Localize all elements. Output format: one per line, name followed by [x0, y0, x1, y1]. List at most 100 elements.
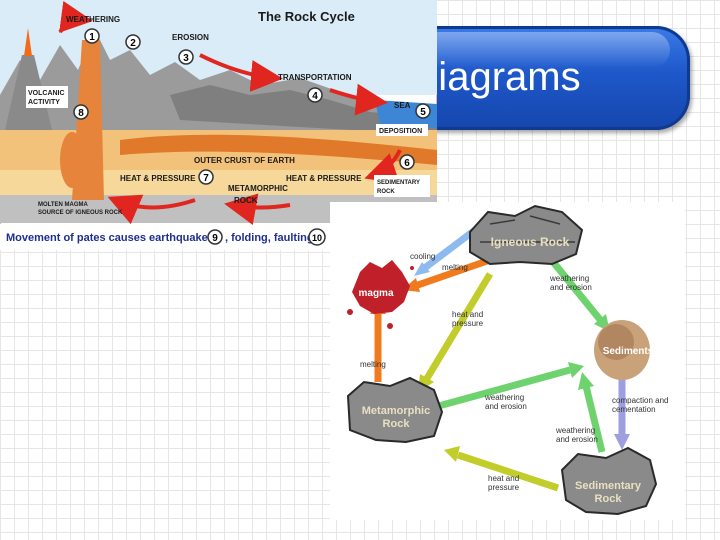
- edge-labels: cooling melting weathering and erosion h…: [360, 252, 668, 492]
- node-sedimentary-rock: Sedimentary Rock: [560, 446, 658, 516]
- step-number-2: 2: [130, 38, 136, 49]
- arrow-weathering: [58, 0, 93, 34]
- arrow-sediment: [364, 149, 402, 184]
- label-metamorphic-2: Rock: [383, 418, 411, 430]
- label-outer-crust: OUTER CRUST OF EARTH: [194, 156, 295, 165]
- step-number-3: 3: [183, 53, 189, 64]
- arrow-erosion: [199, 53, 283, 92]
- step-number-5: 5: [420, 107, 426, 118]
- node-magma: magma: [347, 260, 414, 329]
- cross-section-svg: The Rock Cycle WEATHERING EROSION TRANSP…: [0, 0, 438, 251]
- edge-label-compaction-2: cementation: [612, 405, 656, 414]
- label-sedimentary-1: Sedimentary: [575, 480, 642, 492]
- magma-chamber: [60, 132, 84, 188]
- label-sediments: Sediments: [603, 346, 654, 357]
- step-circle-9: [207, 229, 223, 245]
- magma-blob: [352, 260, 410, 314]
- step-circle-6: [399, 154, 415, 170]
- label-molten-1: MOLTEN MAGMA: [38, 202, 89, 208]
- edge-label-melting-top: melting: [442, 263, 468, 272]
- step-number-6: 6: [404, 158, 410, 169]
- edge-label-compaction-1: compaction and: [612, 396, 668, 405]
- step-circle-3: [178, 49, 194, 65]
- label-sedimentary-2: Rock: [595, 493, 623, 505]
- step-circles: 1 2 3 4 5 6 7 8 9 10: [73, 28, 431, 246]
- step-number-10: 10: [312, 233, 322, 243]
- step-number-1: 1: [89, 32, 95, 43]
- edge-label-weathering-low-2: and erosion: [556, 435, 598, 444]
- label-metamorphic-2: ROCK: [234, 196, 258, 205]
- edge-label-heat-pressure-top-1: heat and: [452, 310, 483, 319]
- arrow-melting-top: [413, 256, 492, 290]
- label-sedimentary-2: ROCK: [377, 189, 395, 195]
- label-heat-pressure-left: HEAT & PRESSURE: [120, 174, 196, 183]
- label-igneous-rock: Igneous Rock: [491, 235, 570, 249]
- step-circle-7: [198, 169, 214, 185]
- footer-text-1: Movement of pates causes earthquakes: [6, 232, 214, 244]
- arrow-cooling: [419, 227, 478, 273]
- sedimentary-rock-shape: [560, 446, 658, 516]
- magma-splatter-3: [410, 266, 414, 270]
- step-circle-10: [308, 228, 326, 246]
- step-circle-1: [84, 28, 100, 44]
- edge-label-weathering-low-1: weathering: [555, 426, 595, 435]
- step-circle-8: [73, 104, 89, 120]
- arrow-weathering-mid-head: [568, 362, 584, 378]
- arrow-heat-pressure-top: [423, 272, 493, 382]
- flow-diagram-svg: Igneous Rock magma Sediments Metamorphic…: [346, 204, 668, 516]
- flow-arrows: [370, 227, 630, 492]
- arrow-weathering-low: [582, 385, 606, 453]
- label-sea: SEA: [394, 101, 411, 110]
- step-number-8: 8: [78, 108, 84, 119]
- arrow-metamorphic: [224, 193, 291, 225]
- slide-title-text: Diagrams: [409, 55, 581, 99]
- edge-label-heat-pressure-bottom-2: pressure: [488, 483, 520, 492]
- step-number-4: 4: [312, 91, 318, 102]
- arrow-cooling-head: [414, 262, 430, 276]
- label-deposition: DEPOSITION: [379, 128, 422, 135]
- rock-cycle-cross-section: The Rock Cycle WEATHERING EROSION TRANSP…: [0, 0, 438, 251]
- arrow-weathering-mid: [434, 366, 571, 411]
- deposition-box: [376, 124, 428, 136]
- step-circle-2: [125, 34, 141, 50]
- step-circle-4: [307, 87, 323, 103]
- edge-label-heat-pressure-top-2: pressure: [452, 319, 484, 328]
- label-metamorphic-1: METAMORPHIC: [228, 184, 288, 193]
- edge-label-melting-left: melting: [360, 360, 386, 369]
- label-sedimentary-1: SEDIMENTARY: [377, 180, 420, 186]
- edge-label-weathering-top-1: weathering: [549, 274, 589, 283]
- metamorphic-rock-shape: [346, 376, 444, 444]
- strata-band: [120, 134, 437, 165]
- label-metamorphic-1: Metamorphic: [362, 405, 430, 417]
- magma-splatter-1: [347, 309, 353, 315]
- edge-label-weathering-mid-1: weathering: [484, 393, 524, 402]
- slide-title: Diagrams: [300, 52, 690, 102]
- foothills: [170, 85, 437, 135]
- label-magma: magma: [358, 288, 393, 299]
- igneous-rock-cracks: [480, 215, 575, 243]
- node-sediments: Sediments: [594, 320, 654, 380]
- label-heat-pressure-right: HEAT & PRESSURE: [286, 174, 362, 183]
- cross-section-heading: The Rock Cycle: [258, 9, 355, 24]
- node-igneous-rock: Igneous Rock: [469, 204, 584, 266]
- rock-cycle-flow-diagram: Igneous Rock magma Sediments Metamorphic…: [330, 202, 685, 520]
- arrow-heat-pressure-bottom-head: [444, 446, 460, 462]
- node-metamorphic-rock: Metamorphic Rock: [346, 376, 444, 444]
- magma-splatter-2: [387, 323, 393, 329]
- edge-label-weathering-top-2: and erosion: [550, 283, 592, 292]
- eruption: [24, 28, 32, 56]
- arrow-compaction-head: [614, 434, 630, 450]
- label-erosion: EROSION: [172, 33, 209, 42]
- footer-text-2: , folding, faulting: [225, 232, 314, 244]
- label-volcanic-1: VOLCANIC: [28, 90, 65, 97]
- sediments-texture: [598, 324, 634, 360]
- edge-label-cooling: cooling: [410, 252, 435, 261]
- step-number-7: 7: [203, 173, 209, 184]
- label-molten-2: SOURCE OF IGNEOUS ROCK: [38, 210, 123, 216]
- arrow-weathering-low-head: [578, 372, 594, 390]
- edge-label-weathering-mid-2: and erosion: [485, 402, 527, 411]
- sedimentary-box: [374, 175, 430, 197]
- edge-label-heat-pressure-bottom-1: heat and: [488, 474, 519, 483]
- arrow-melting: [107, 194, 196, 225]
- step-circle-5: [415, 103, 431, 119]
